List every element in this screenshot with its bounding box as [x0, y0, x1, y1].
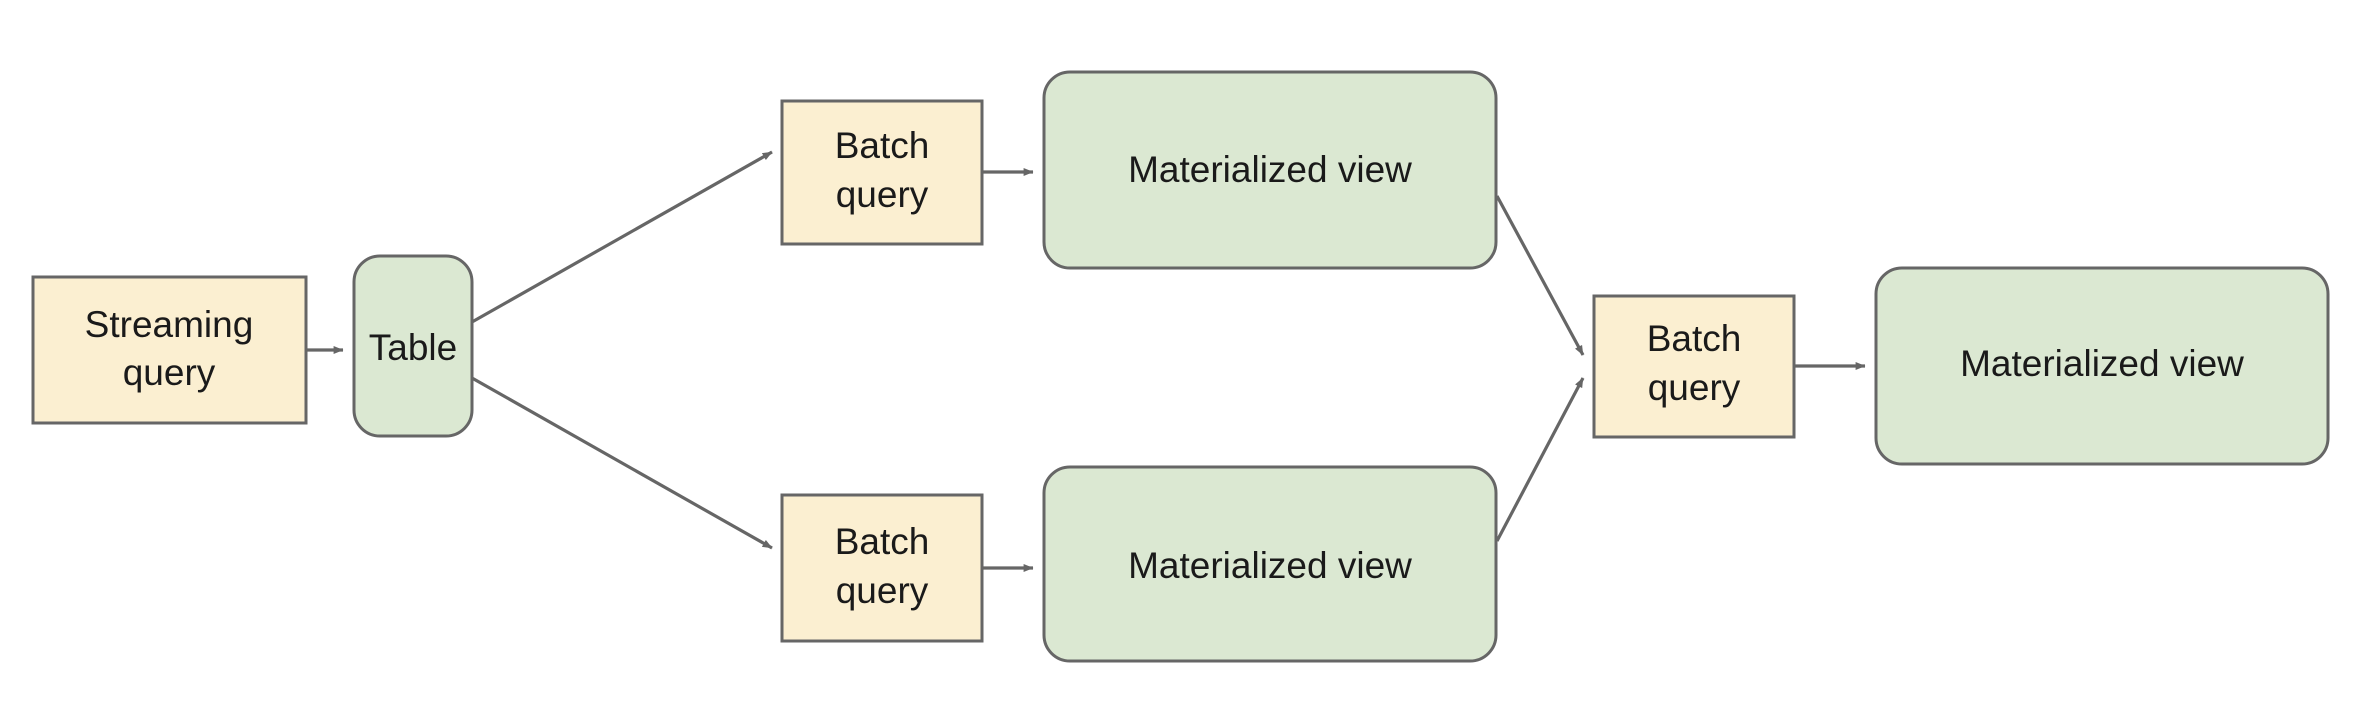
table-box[interactable] — [352, 254, 474, 438]
materialized-view-final-label: Materialized view — [1960, 343, 2244, 384]
edges-layer — [307, 150, 1866, 572]
batch-query-top-box[interactable] — [780, 99, 984, 246]
materialized-view-bottom-box[interactable] — [1042, 465, 1498, 663]
materialized-view-final-box[interactable] — [1874, 266, 2330, 466]
streaming-query-label-line1: Streaming — [85, 304, 254, 345]
edge-view-bottom-to-merge — [1495, 377, 1585, 542]
node-streaming-query[interactable]: Streaming query — [31, 275, 308, 425]
node-batch-query-bottom[interactable]: Batch query — [780, 493, 984, 643]
streaming-query-box[interactable] — [31, 275, 308, 425]
table-label: Table — [369, 327, 457, 368]
node-batch-query-top[interactable]: Batch query — [780, 99, 984, 246]
node-materialized-view-final[interactable]: Materialized view — [1874, 266, 2330, 466]
materialized-view-top-box[interactable] — [1042, 70, 1498, 270]
batch-query-bottom-box[interactable] — [780, 493, 984, 643]
edge-table-to-batch-bottom — [471, 376, 773, 550]
node-table[interactable]: Table — [352, 254, 474, 438]
edge-view-top-to-merge — [1495, 195, 1585, 356]
batch-query-merge-label-line1: Batch — [1647, 318, 1742, 359]
batch-query-bottom-label-line2: query — [836, 570, 929, 611]
streaming-query-label-line2: query — [123, 352, 216, 393]
batch-query-merge-label-line2: query — [1648, 367, 1741, 408]
batch-query-top-label-line2: query — [836, 174, 929, 215]
edge-table-to-batch-top — [471, 150, 773, 324]
batch-query-top-label-line1: Batch — [835, 125, 930, 166]
materialized-view-bottom-label: Materialized view — [1128, 545, 1412, 586]
batch-query-merge-box[interactable] — [1592, 294, 1796, 439]
batch-query-bottom-label-line1: Batch — [835, 521, 930, 562]
node-materialized-view-top[interactable]: Materialized view — [1042, 70, 1498, 270]
materialized-view-top-label: Materialized view — [1128, 149, 1412, 190]
node-batch-query-merge[interactable]: Batch query — [1592, 294, 1796, 439]
node-materialized-view-bottom[interactable]: Materialized view — [1042, 465, 1498, 663]
